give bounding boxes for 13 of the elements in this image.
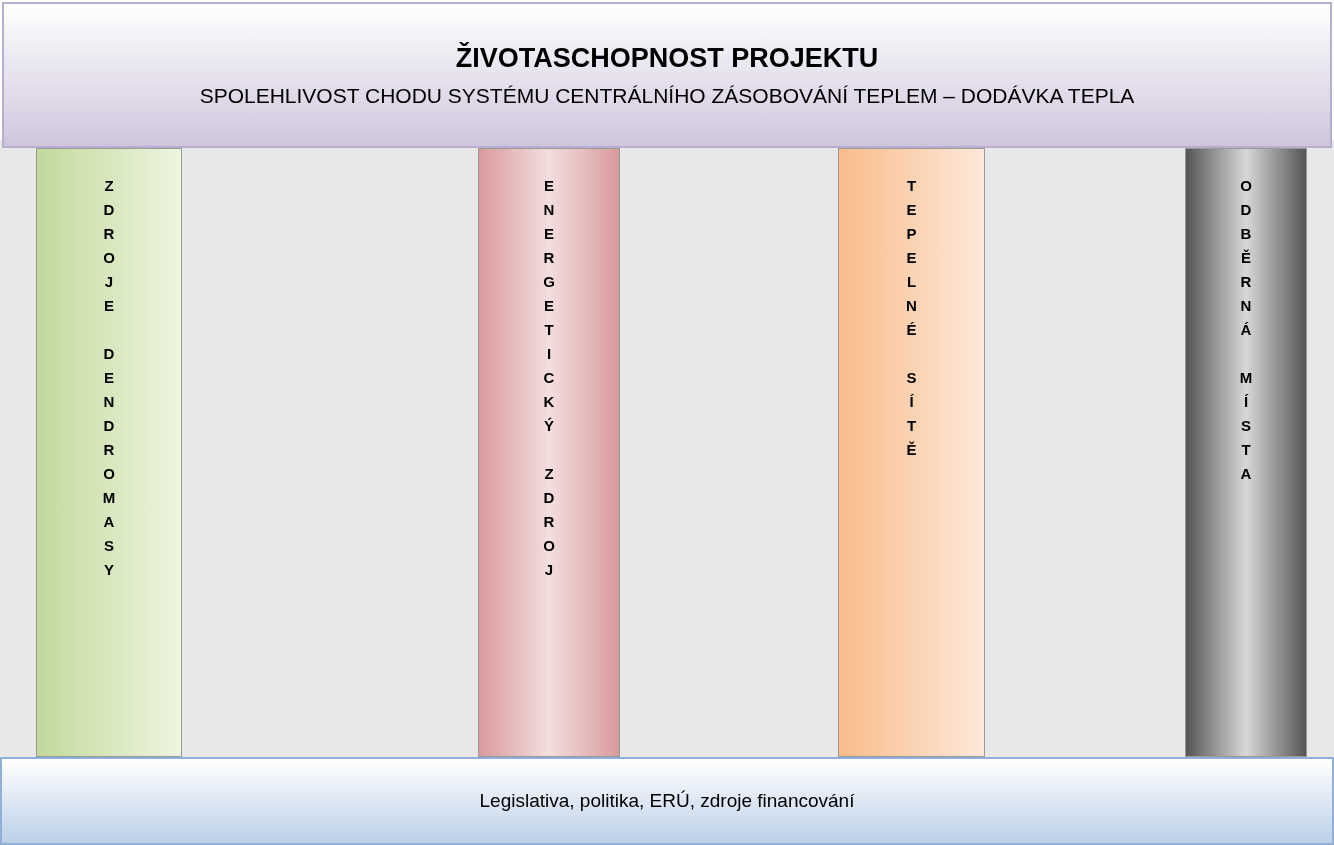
pillar-column <box>36 148 182 757</box>
pillar-label: TEPELNÉ SÍTĚ <box>903 177 920 465</box>
pillar-column <box>478 148 620 757</box>
pillar-label: ENERGETICKÝ ZDROJ <box>540 177 558 585</box>
base-banner <box>0 757 1334 845</box>
subtitle-text: SPOLEHLIVOST CHODU SYSTÉMU CENTRÁLNÍHO ZÁSOBOVÁNÍ TEPLEM – DODÁVKA TEPLA <box>199 83 1135 108</box>
pillar-label: ZDROJE DENDROMASY <box>100 177 118 585</box>
title-text: ŽIVOTASCHOPNOST PROJEKTU <box>455 42 879 74</box>
pillar-column <box>838 148 985 757</box>
base-label: Legislativa, politika, ERÚ, zdroje financování <box>479 790 855 812</box>
pillar-label: ODBĚRNÁ MÍSTA <box>1237 177 1255 489</box>
roof-banner <box>2 2 1332 148</box>
pillar-column <box>1185 148 1307 757</box>
